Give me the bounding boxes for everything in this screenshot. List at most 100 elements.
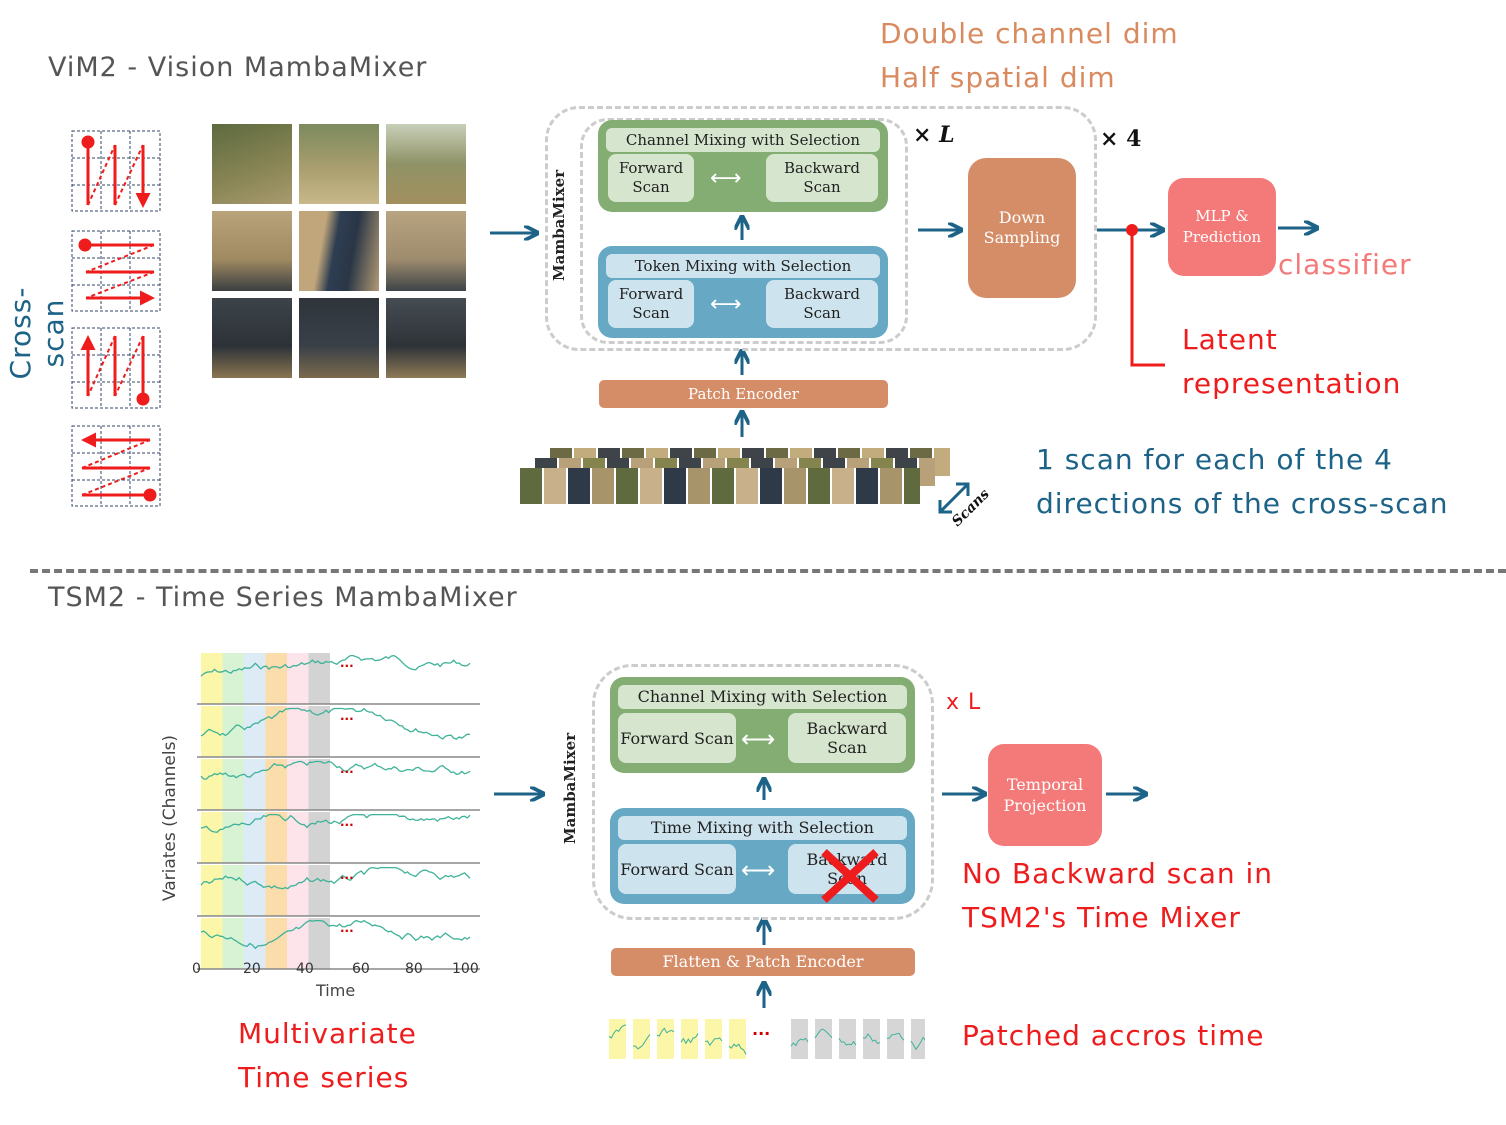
time-patch — [887, 1019, 904, 1059]
bidirectional-arrow-icon: ⟷ — [741, 725, 776, 753]
mixer-repeat-frame — [592, 664, 934, 920]
bidirectional-arrow-icon: ⟷ — [710, 166, 742, 191]
channel-mixing-header: Channel Mixing with Selection — [618, 685, 907, 709]
patch-line — [790, 1037, 809, 1047]
time-patch — [657, 1019, 674, 1059]
xtick: 80 — [405, 961, 423, 977]
time-patch — [839, 1019, 856, 1059]
scan-grid-horizontal-left — [71, 425, 161, 507]
channel-mixing-block: Channel Mixing with Selection Forward Sc… — [598, 120, 888, 212]
chart-xlabel: Time — [316, 981, 356, 1000]
row-ellipsis: ... — [340, 762, 354, 776]
forward-scan: Forward Scan — [618, 844, 736, 894]
classifier-note: classifier — [1278, 248, 1412, 281]
patch-band — [265, 865, 287, 916]
repeat-l-label: × L — [913, 122, 955, 148]
patch-band — [308, 759, 330, 810]
bottom-arrows — [494, 560, 1506, 1008]
patch-line — [838, 1038, 857, 1046]
patch-line — [608, 1024, 627, 1039]
mixer-repeat-frame — [580, 118, 908, 344]
patch-band — [308, 706, 330, 757]
channel-mixing-header: Channel Mixing with Selection — [606, 128, 880, 152]
top-arrows — [490, 0, 1506, 514]
backward-scan: Backward Scan — [766, 280, 878, 328]
forward-scan: Forward Scan — [608, 154, 694, 202]
bidirectional-arrow-icon: ⟷ — [710, 292, 742, 317]
section-divider — [30, 569, 1506, 573]
note-line: No Backward scan in — [962, 857, 1274, 890]
mambamixer-label: MambaMixer — [550, 169, 568, 281]
backward-scan: Backward Scan — [766, 154, 878, 202]
image-patch — [297, 209, 381, 293]
time-patch — [815, 1019, 832, 1059]
time-patch — [729, 1019, 746, 1059]
time-patch — [633, 1019, 650, 1059]
vim2-title: ViM2 - Vision MambaMixer — [48, 52, 428, 83]
patch-band — [308, 653, 330, 704]
cross-mark-icon — [821, 849, 879, 903]
token-mixing-block: Token Mixing with Selection Forward Scan… — [598, 246, 888, 338]
chart-xticks: 0 20 40 60 80 100 — [0, 961, 500, 981]
forward-scan: Forward Scan — [618, 713, 736, 763]
patch-band — [244, 706, 266, 757]
patch-line — [632, 1034, 651, 1050]
xtick: 20 — [243, 961, 261, 977]
image-patch — [210, 122, 294, 206]
row-ellipsis: ... — [340, 921, 354, 935]
scans-double-arrow — [938, 482, 970, 514]
patch-line — [704, 1037, 723, 1047]
patch-band — [222, 653, 244, 704]
mlp-prediction-block: MLP & Prediction — [1168, 178, 1276, 276]
row-ellipsis: ... — [340, 656, 354, 670]
patch-band — [201, 865, 223, 916]
snake-image-grid — [210, 122, 468, 382]
patch-band — [287, 759, 309, 810]
time-patch — [911, 1019, 925, 1059]
tsm2-title: TSM2 - Time Series MambaMixer — [48, 582, 518, 613]
patch-line — [680, 1033, 699, 1045]
down-sampling-block: Down Sampling — [968, 158, 1076, 298]
stage-repeat-frame — [545, 106, 1097, 351]
multivariate-note: Multivariate Time series — [238, 1012, 417, 1100]
patch-band — [201, 918, 223, 969]
patch-band — [222, 918, 244, 969]
patch-line — [910, 1036, 925, 1051]
patch-line — [814, 1028, 833, 1039]
series-line — [200, 707, 471, 740]
series-line — [200, 919, 471, 950]
latent-note: Latent representation — [1182, 318, 1401, 406]
token-mixing-header: Token Mixing with Selection — [606, 254, 880, 278]
patch-band — [265, 812, 287, 863]
note-line: Double channel dim — [880, 17, 1179, 50]
patch-band — [265, 918, 287, 969]
time-patch — [791, 1019, 808, 1059]
patch-band — [244, 865, 266, 916]
patch-band — [308, 918, 330, 969]
patched-note: Patched accros time — [962, 1019, 1265, 1052]
patch-band — [222, 759, 244, 810]
channel-mixing-block: Channel Mixing with Selection Forward Sc… — [610, 677, 915, 773]
row-ellipsis: ... — [340, 709, 354, 723]
image-patch — [297, 296, 381, 380]
series-line — [200, 813, 471, 833]
time-patch — [681, 1019, 698, 1059]
xtick: 100 — [452, 961, 479, 977]
row-ellipsis: ... — [340, 815, 354, 829]
scan-grid-vertical-up — [71, 327, 161, 409]
xtick: 40 — [296, 961, 314, 977]
row-ellipsis: ... — [340, 868, 354, 882]
scan-patch-sequence — [520, 448, 950, 506]
multivariate-chart: .................. — [197, 653, 480, 970]
patch-line — [862, 1033, 881, 1044]
series-line — [200, 654, 471, 677]
note-line: directions of the cross-scan — [1036, 487, 1449, 520]
backward-scan: Backward Scan — [788, 713, 906, 763]
image-patch — [297, 122, 381, 206]
time-patch — [705, 1019, 722, 1059]
mambamixer-label: MambaMixer — [561, 732, 579, 844]
xtick: 0 — [192, 961, 201, 977]
note-line: Latent — [1182, 323, 1278, 356]
patch-band — [244, 653, 266, 704]
image-patch — [384, 296, 468, 380]
